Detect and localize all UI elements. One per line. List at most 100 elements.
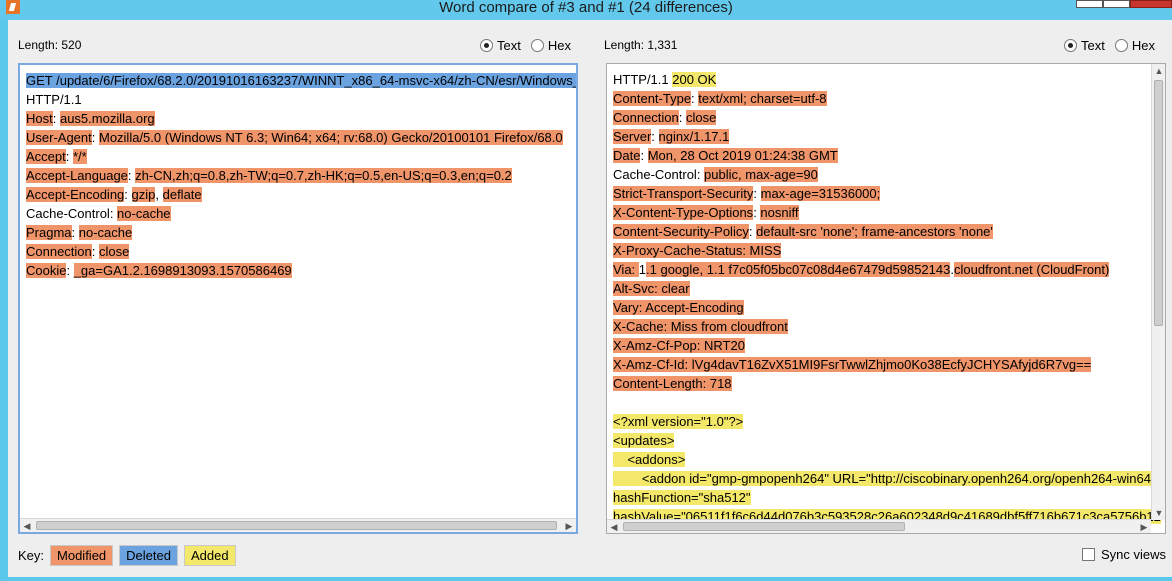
modified-segment: no-cache	[78, 225, 133, 240]
sync-views-checkbox[interactable]	[1081, 548, 1095, 561]
maximize-button[interactable]	[1103, 0, 1130, 8]
modified-segment: Content-Security-Policy	[613, 224, 749, 239]
text-line: Date: Mon, 28 Oct 2019 01:24:38 GMT	[613, 146, 1161, 165]
right-vertical-scrollbar[interactable]: ▲ ▼	[1151, 64, 1165, 520]
key-added: Added	[183, 545, 236, 566]
modified-segment: Cookie	[26, 263, 67, 278]
modified-segment: Vary: Accept-Encoding	[613, 300, 744, 315]
text-line: X-Amz-Cf-Id: lVg4davT16ZvX51MI9FsrTwwlZh…	[613, 355, 1161, 374]
close-button[interactable]	[1130, 0, 1172, 8]
text-line: hashFunction="sha512"	[613, 488, 1161, 507]
text-line: Strict-Transport-Security: max-age=31536…	[613, 184, 1161, 203]
sync-views-option[interactable]: Sync views	[1081, 547, 1166, 562]
modified-segment: Accept-Encoding	[26, 187, 125, 202]
text-segment: Cache-Control:	[26, 206, 118, 221]
modified-segment: close	[686, 110, 717, 125]
text-line: X-Proxy-Cache-Status: MISS	[613, 241, 1161, 260]
modified-segment: Mon, 28 Oct 2019 01:24:38 GMT	[647, 148, 838, 163]
right-horizontal-scrollbar[interactable]: ◀ ▶	[607, 519, 1151, 533]
text-line: Connection: close	[613, 108, 1161, 127]
text-segment: .	[950, 262, 954, 277]
text-segment: :	[640, 148, 648, 163]
added-segment: 200 OK	[672, 72, 717, 87]
text-segment: :	[124, 187, 132, 202]
modified-segment: X-Cache: Miss from cloudfront	[613, 319, 788, 334]
text-segment: :	[753, 205, 761, 220]
text-segment: :	[91, 130, 99, 145]
text-line: Content-Type: text/xml; charset=utf-8	[613, 89, 1161, 108]
right-text-radio-label[interactable]: Text	[1081, 38, 1105, 53]
left-text-radio[interactable]	[480, 39, 493, 52]
modified-segment: Accept-Language	[26, 168, 128, 183]
text-segment: :	[66, 263, 74, 278]
text-segment: :	[65, 149, 73, 164]
text-segment: :	[748, 224, 757, 239]
right-length-label: Length: 1,331	[604, 38, 678, 52]
scroll-down-icon[interactable]: ▼	[1154, 508, 1164, 518]
text-line: HTTP/1.1 200 OK	[613, 70, 1161, 89]
text-line: X-Amz-Cf-Pop: NRT20	[613, 336, 1161, 355]
modified-segment: X-Proxy-Cache-Status: MISS	[613, 243, 782, 258]
left-hscroll-thumb[interactable]	[36, 521, 557, 530]
left-hex-radio-label[interactable]: Hex	[547, 38, 571, 53]
scroll-up-icon[interactable]: ▲	[1154, 66, 1164, 76]
right-hex-radio[interactable]	[1114, 39, 1128, 52]
modified-segment: Connection	[26, 244, 92, 259]
left-mode-radios: Text Hex	[480, 38, 577, 53]
sync-views-label[interactable]: Sync views	[1100, 547, 1166, 562]
modified-segment: User-Agent	[26, 130, 92, 145]
modified-segment: Content-Length: 718	[613, 376, 732, 391]
modified-segment: Host	[26, 111, 53, 126]
scroll-left-icon[interactable]: ◀	[23, 521, 31, 531]
modified-segment: max-age=31536000;	[760, 186, 881, 201]
text-line: <addon id="gmp-gmpopenh264" URL="http://…	[613, 469, 1161, 488]
minimize-button[interactable]	[1076, 0, 1103, 8]
key-modified: Modified	[50, 545, 114, 566]
modified-segment: X-Amz-Cf-Pop: NRT20	[613, 338, 745, 353]
key-deleted: Deleted	[119, 545, 178, 566]
left-hex-radio[interactable]	[530, 39, 544, 52]
right-vscroll-thumb[interactable]	[1154, 80, 1163, 326]
left-horizontal-scrollbar[interactable]: ◀ ▶	[20, 518, 576, 532]
text-line: Via: 1.1 google, 1.1 f7c05f05bc07c08d4e6…	[613, 260, 1161, 279]
text-line: Content-Length: 718	[613, 374, 1161, 393]
text-line: GET /update/6/Firefox/68.2.0/20191016163…	[26, 71, 576, 90]
app-icon[interactable]	[6, 0, 20, 14]
modified-segment: Server	[613, 129, 652, 144]
right-pane-header: Length: 1,331 Text Hex	[604, 38, 1164, 56]
added-segment: <addons>	[613, 452, 686, 467]
modified-segment: cloudfront.net (CloudFront)	[953, 262, 1110, 277]
scroll-right-icon[interactable]: ▶	[565, 521, 573, 531]
right-hscroll-thumb[interactable]	[623, 522, 905, 531]
diff-key: Key: Modified Deleted Added	[18, 545, 236, 566]
right-hex-radio-label[interactable]: Hex	[1131, 38, 1155, 53]
text-segment: :	[651, 129, 659, 144]
right-text-radio[interactable]	[1064, 39, 1077, 52]
text-line: Cache-Control: public, max-age=90	[613, 165, 1161, 184]
text-line: HTTP/1.1	[26, 90, 576, 109]
right-mode-radios: Text Hex	[1064, 38, 1161, 53]
modified-segment: _ga=GA1.2.1698913093.1570586469	[73, 263, 292, 278]
modified-segment: default-src 'none'; frame-ancestors 'non…	[756, 224, 993, 239]
text-line: Cookie: _ga=GA1.2.1698913093.1570586469	[26, 261, 576, 280]
text-line: Accept-Language: zh-CN,zh;q=0.8,zh-TW;q=…	[26, 166, 576, 185]
title-bar: Word compare of #3 and #1 (24 difference…	[0, 0, 1172, 20]
modified-segment: X-Content-Type-Options	[613, 205, 754, 220]
text-segment: :	[678, 110, 687, 125]
modified-segment: Connection	[613, 110, 679, 125]
text-line: Pragma: no-cache	[26, 223, 576, 242]
added-segment: <addon id="gmp-gmpopenh264" URL="http://…	[613, 471, 1151, 486]
scroll-left-icon[interactable]: ◀	[610, 522, 618, 532]
text-segment: :	[691, 91, 699, 106]
compare-dialog: Length: 520 Text Hex GET /update/6/Firef…	[8, 20, 1172, 577]
left-text-radio-label[interactable]: Text	[497, 38, 521, 53]
text-segment: :	[52, 111, 60, 126]
text-segment: Cache-Control:	[613, 167, 705, 182]
added-segment: <updates>	[613, 433, 675, 448]
modified-segment: Strict-Transport-Security	[613, 186, 754, 201]
text-line: X-Content-Type-Options: nosniff	[613, 203, 1161, 222]
left-message-view[interactable]: GET /update/6/Firefox/68.2.0/20191016163…	[18, 63, 578, 534]
scroll-right-icon[interactable]: ▶	[1140, 522, 1148, 532]
